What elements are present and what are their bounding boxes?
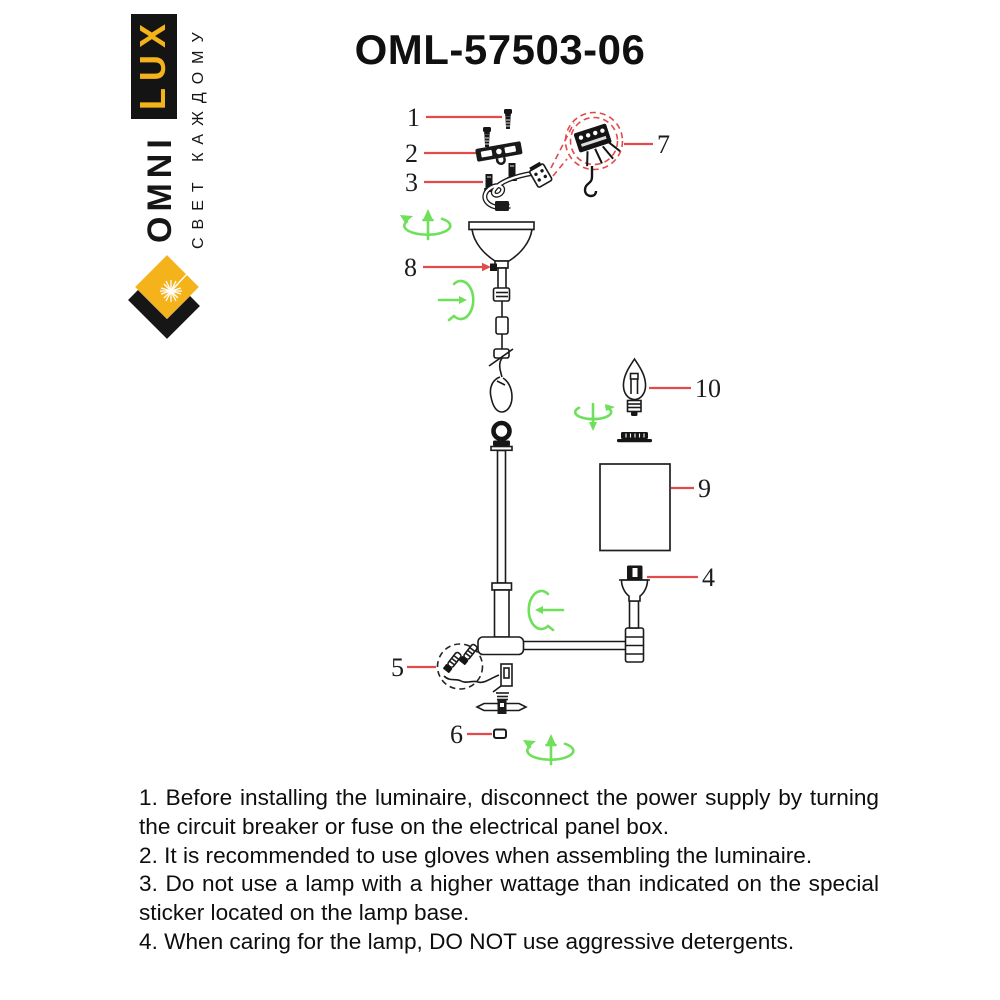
part-label-3: 3 bbox=[405, 168, 418, 197]
instruction-item: 2. It is recommended to use gloves when … bbox=[139, 842, 813, 868]
terminal-block-graphic bbox=[573, 123, 621, 167]
part-label-6: 6 bbox=[450, 720, 463, 749]
part-label-8: 8 bbox=[404, 253, 417, 282]
part-label-7: 7 bbox=[657, 130, 670, 159]
rotation-arrow-icon bbox=[527, 589, 565, 632]
shade-ring-graphic bbox=[617, 432, 652, 443]
logo-lux-text: LUX bbox=[132, 17, 173, 110]
part-label-1: 1 bbox=[407, 103, 420, 132]
omnilux-logo: LUX OMNI СВЕТ КАЖДОМУ bbox=[128, 14, 207, 339]
shade-graphic bbox=[599, 463, 671, 552]
part-label-5: 5 bbox=[391, 653, 404, 682]
mounting-bracket-graphic bbox=[475, 141, 523, 165]
rotation-arrow-icon bbox=[573, 402, 615, 431]
rotation-arrow-icon bbox=[437, 279, 475, 322]
logo-black-box bbox=[131, 14, 177, 119]
instruction-item: 3. Do not use a lamp with a higher watta… bbox=[139, 871, 879, 926]
part-label-10: 10 bbox=[695, 374, 721, 403]
carabiner-graphic bbox=[489, 376, 513, 413]
pole-graphic bbox=[490, 420, 513, 638]
lower-hardware-graphic bbox=[475, 663, 528, 714]
logo-omni-text: OMNI bbox=[141, 134, 179, 243]
mains-wire-graphic bbox=[482, 161, 553, 211]
hook-graphic bbox=[583, 166, 598, 198]
wire-connector-graphic bbox=[529, 161, 553, 188]
rotation-arrow-icon bbox=[523, 734, 575, 766]
part-label-2: 2 bbox=[405, 139, 418, 168]
rotation-arrow-icon bbox=[400, 209, 452, 241]
part-label-4: 4 bbox=[702, 563, 715, 592]
hub-and-arm-graphic bbox=[477, 636, 627, 656]
mounting-screw-graphic bbox=[483, 127, 491, 147]
page-title: OML-57503-06 bbox=[354, 26, 646, 73]
end-cap-graphic bbox=[493, 728, 507, 739]
instructions-block: 1. Before installing the luminaire, disc… bbox=[139, 784, 879, 957]
ceiling-canopy-graphic bbox=[468, 221, 535, 271]
canopy-screw-graphic bbox=[490, 263, 497, 271]
suspension-cable-graphic bbox=[488, 267, 514, 413]
instruction-item: 1. Before installing the luminaire, disc… bbox=[139, 785, 879, 839]
bulb-graphic bbox=[622, 357, 647, 416]
leader-lines bbox=[407, 115, 698, 736]
logo-tagline-text: СВЕТ КАЖДОМУ bbox=[190, 24, 207, 249]
wire-plug-graphic bbox=[495, 201, 509, 211]
socket-assembly-graphic bbox=[619, 565, 650, 663]
part-label-9: 9 bbox=[698, 474, 711, 503]
instruction-item: 4. When caring for the lamp, DO NOT use … bbox=[139, 928, 795, 954]
eye-ring-graphic bbox=[491, 420, 512, 442]
mounting-screw-graphic bbox=[504, 109, 512, 129]
terminal-block-detail-graphic bbox=[550, 111, 624, 198]
wiring-detail-graphic bbox=[436, 643, 500, 690]
